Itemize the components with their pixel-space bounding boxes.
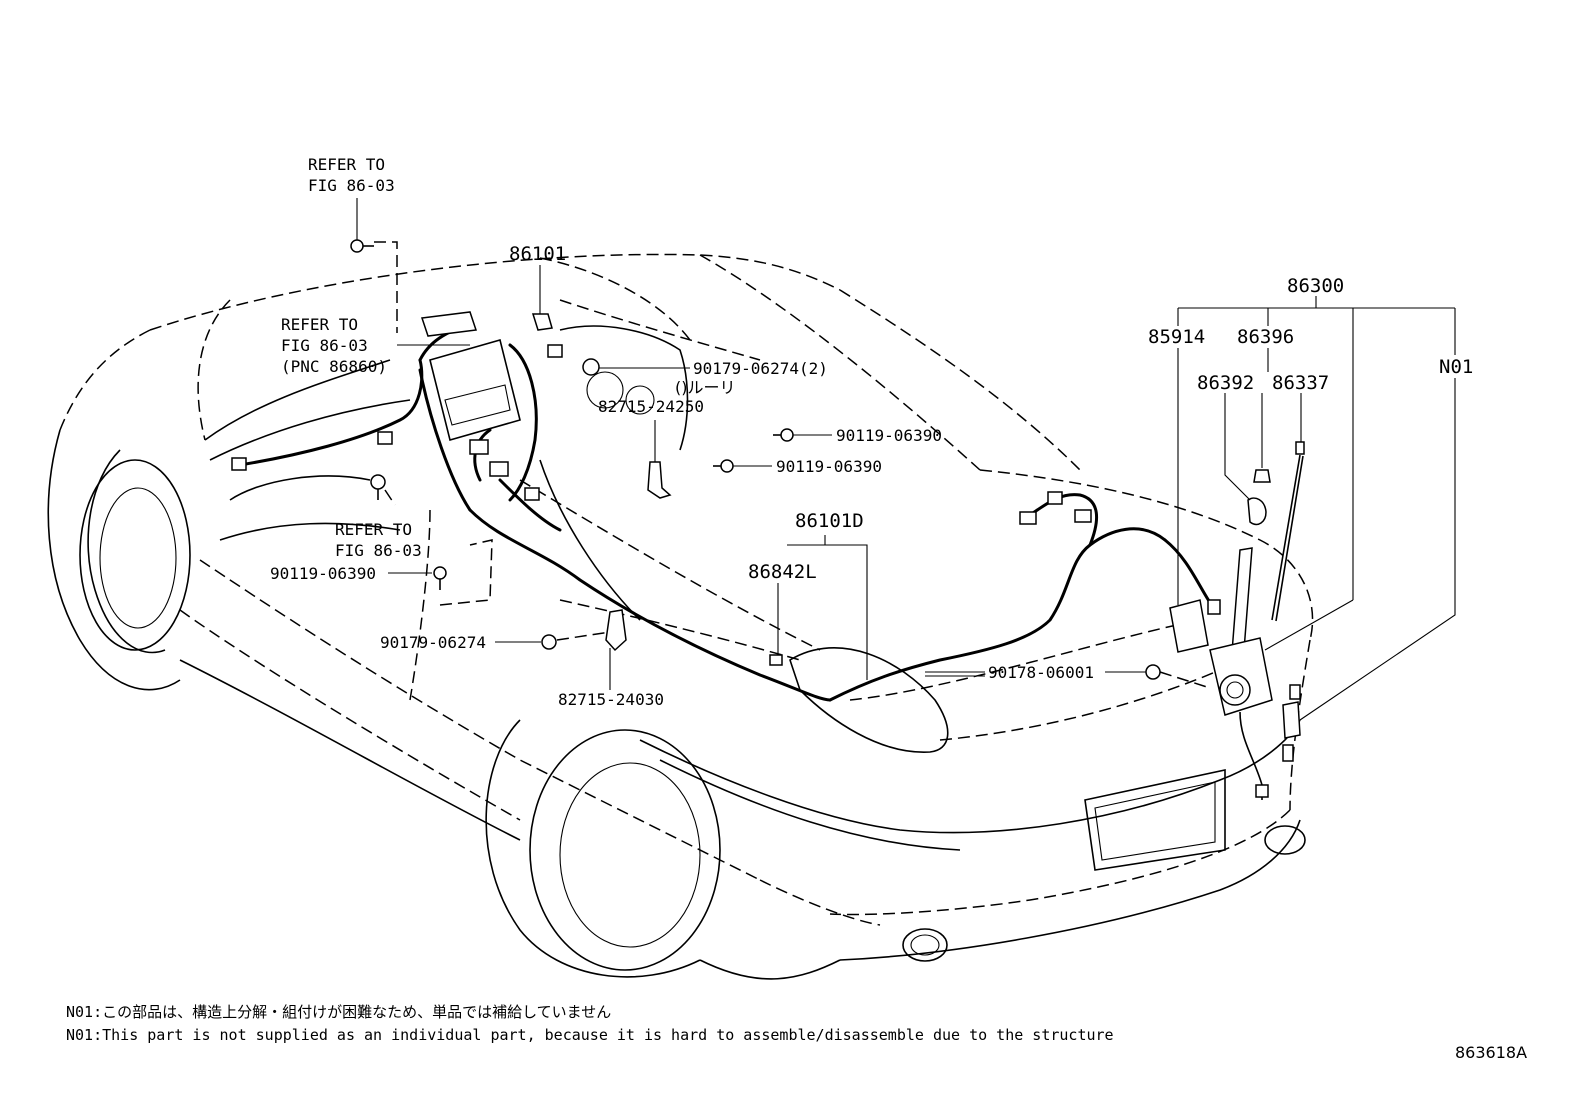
clip-icon [582,358,600,376]
control-module-icon [1282,701,1301,739]
part-number-86101: 86101 [509,243,566,265]
mast-tube-icon [1231,547,1253,653]
car-body-outline [59,253,1314,926]
connector-icon [420,311,478,337]
part-number-86392: 86392 [1197,372,1254,394]
part-number-90119-06390: 90119-06390 [836,426,942,445]
refer-label: FIG 86-03 [308,176,395,195]
part-number-82715-24250: 82715-24250 [598,397,704,416]
relay-box-icon [1169,599,1209,653]
wiring-harness-86101 [238,323,832,702]
part-number-86396: 86396 [1237,326,1294,348]
part-number-82715-24030: 82715-24030 [558,690,664,709]
refer-label: FIG 86-03 [281,336,368,355]
note-japanese: N01:この部品は、構造上分解・組付けが困難なため、単品では補給していません [66,1003,612,1021]
bolt-icon [433,566,447,590]
figure-id: 863618A [1455,1043,1528,1062]
part-number-90179-06274-2: 90179-06274(2) [693,359,828,378]
part-number-90178-06001: 90178-06001 [988,663,1094,682]
part-number-90119-06390: 90119-06390 [270,564,376,583]
leader-lines [356,198,1456,721]
fasteners [350,239,1161,680]
nut-icon [1253,469,1271,483]
car-body-solid [47,325,1306,980]
gasket-icon [1247,497,1267,526]
part-number-86337: 86337 [1272,372,1329,394]
part-number-86842L: 86842L [748,561,817,583]
clip-icon [1145,664,1161,680]
clip-icon [541,634,557,650]
bolt-icon [773,428,794,442]
antenna-assembly [1169,441,1305,800]
bracket-icon [647,461,672,499]
refer-label: REFER TO [308,155,385,174]
part-number-N01: N01 [1439,356,1473,378]
part-note-small: ()ルーリ [675,378,736,397]
bolt-icon [370,474,386,500]
part-number-90179-06274: 90179-06274 [380,633,486,652]
refer-label: REFER TO [335,520,412,539]
part-number-90119-06390: 90119-06390 [776,457,882,476]
refer-label: REFER TO [281,315,358,334]
note-english: N01:This part is not supplied as an indi… [66,1026,1114,1044]
bolt-icon [350,239,374,253]
part-number-86101D: 86101D [795,510,864,532]
part-number-86300: 86300 [1287,275,1344,297]
bolt-icon [713,459,734,473]
bracket-icon [605,609,627,652]
refer-label: (PNC 86860) [281,357,387,376]
part-labels: REFER TO FIG 86-03 REFER TO FIG 86-03 (P… [270,155,1473,709]
harness-connectors [231,344,1221,666]
refer-label: FIG 86-03 [335,541,422,560]
bracket-icon [531,313,553,331]
part-number-85914: 85914 [1148,326,1205,348]
antenna-rod-icon [1271,454,1301,621]
